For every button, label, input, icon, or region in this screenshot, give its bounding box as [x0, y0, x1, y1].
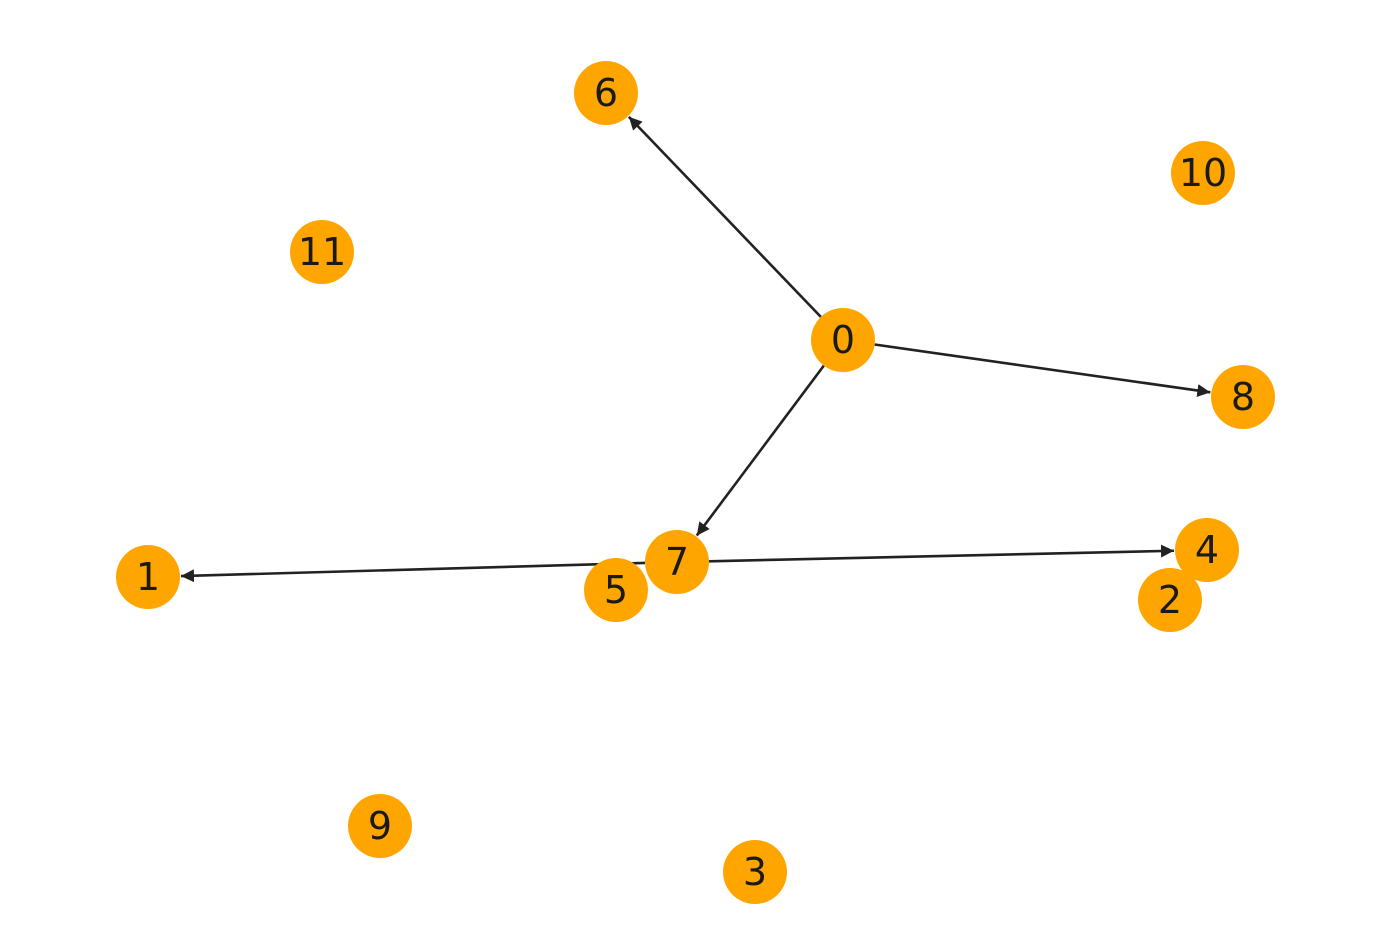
- node-circle: [116, 545, 180, 609]
- node-8: 8: [1211, 365, 1275, 429]
- nodes-layer: 0 1 2 3 4 5 6 7 8 9 10 11: [116, 61, 1275, 904]
- node-label: 11: [298, 230, 346, 274]
- node-5: 5: [584, 558, 648, 622]
- edge-7-to-4: [708, 544, 1175, 563]
- node-1: 1: [116, 545, 180, 609]
- node-label: 8: [1231, 375, 1255, 419]
- node-0: 0: [811, 308, 875, 372]
- node-label: 7: [665, 540, 689, 584]
- edge-7-to-1: [180, 561, 646, 583]
- node-circle: [811, 308, 875, 372]
- node-circle: [584, 558, 648, 622]
- node-circle: [348, 794, 412, 858]
- edge-0-to-7: [695, 364, 825, 537]
- node-10: 10: [1171, 141, 1235, 205]
- node-11: 11: [290, 220, 354, 284]
- node-circle: [1175, 518, 1239, 582]
- node-4: 4: [1175, 518, 1239, 582]
- node-circle: [645, 530, 709, 594]
- edge-0-to-6: [627, 115, 822, 318]
- node-label: 10: [1179, 151, 1227, 195]
- node-3: 3: [723, 840, 787, 904]
- node-7: 7: [645, 530, 709, 594]
- node-circle: [723, 840, 787, 904]
- node-6: 6: [574, 61, 638, 125]
- node-label: 4: [1195, 528, 1219, 572]
- edge-0-to-8: [874, 343, 1211, 397]
- edges-layer: [180, 115, 1211, 583]
- node-label: 1: [136, 555, 160, 599]
- node-label: 5: [604, 568, 628, 612]
- node-label: 0: [831, 318, 855, 362]
- node-2: 2: [1138, 568, 1202, 632]
- node-circle: [290, 220, 354, 284]
- node-label: 6: [594, 71, 618, 115]
- node-label: 2: [1158, 578, 1182, 622]
- node-circle: [574, 61, 638, 125]
- node-label: 9: [368, 804, 392, 848]
- node-9: 9: [348, 794, 412, 858]
- node-label: 3: [743, 850, 767, 894]
- node-circle: [1171, 141, 1235, 205]
- node-circle: [1211, 365, 1275, 429]
- node-circle: [1138, 568, 1202, 632]
